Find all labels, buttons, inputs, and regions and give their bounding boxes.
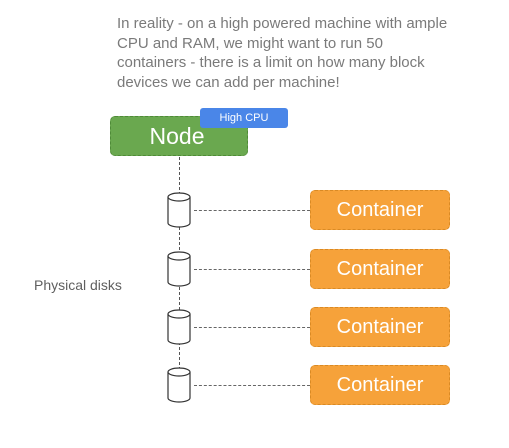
caption: In reality - on a high powered machine w… (117, 14, 497, 92)
disk-container-row: Container (0, 307, 509, 347)
disk-icon (167, 309, 191, 345)
container-label: Container (336, 257, 424, 280)
container-box: Container (310, 307, 450, 347)
caption-line-3: containers - there is a limit on how man… (117, 54, 425, 71)
disk-icon (167, 367, 191, 403)
badge-label: High CPU (219, 112, 269, 124)
disk-connector-line (194, 385, 310, 386)
container-box: Container (310, 365, 450, 405)
caption-line-1: In reality - on a high powered machine w… (117, 15, 448, 32)
disk-container-row: Container (0, 190, 509, 230)
caption-line-2: CPU and RAM, we might want to run 50 (117, 34, 383, 52)
disk-connector-line (194, 269, 310, 270)
container-label: Container (336, 373, 424, 396)
disk-container-row: Container (0, 365, 509, 405)
container-label: Container (336, 198, 424, 221)
disk-connector-line (194, 210, 310, 211)
container-box: Container (310, 249, 450, 289)
disk-connector-line (194, 327, 310, 328)
high-cpu-badge: High CPU (200, 108, 288, 128)
container-box: Container (310, 190, 450, 230)
disk-icon (167, 251, 191, 287)
caption-line-4: devices we can add per machine! (117, 73, 340, 91)
physical-disks-label: Physical disks (34, 277, 122, 293)
disk-icon (167, 192, 191, 228)
container-label: Container (336, 315, 424, 338)
disk-container-row: Container (0, 249, 509, 289)
node-label: Node (149, 122, 205, 149)
